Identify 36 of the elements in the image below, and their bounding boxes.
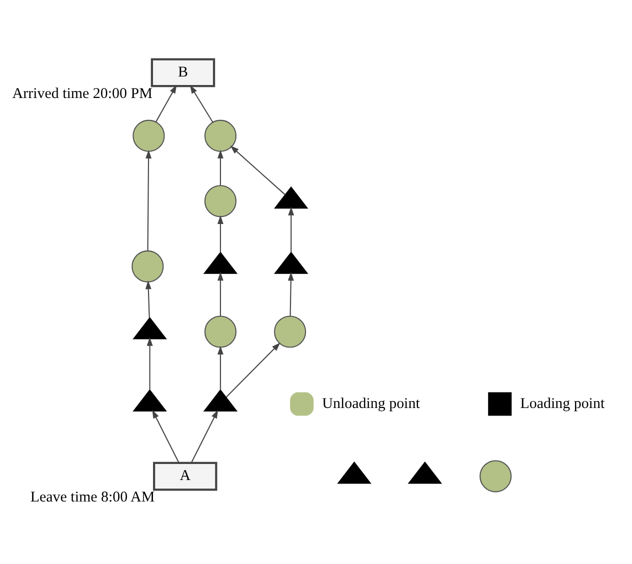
arrow	[146, 336, 153, 390]
arrow	[190, 409, 218, 462]
arrow	[217, 149, 224, 185]
node-circle	[204, 184, 236, 217]
arrow	[217, 272, 224, 316]
arrow	[146, 149, 152, 250]
node-circle	[274, 315, 306, 348]
node-box: B	[150, 58, 216, 87]
node-label: Arrived time 20:00 PM	[12, 86, 152, 102]
node-circle	[480, 460, 512, 492]
node-triangle	[408, 460, 442, 484]
node-circle	[204, 315, 236, 348]
arrow	[288, 272, 294, 316]
arrow	[145, 280, 152, 318]
node-triangle	[132, 388, 167, 411]
node-triangle	[203, 251, 238, 274]
node-triangle	[203, 388, 238, 411]
node-triangle	[337, 460, 372, 484]
arrow	[226, 342, 280, 397]
arrow	[190, 84, 214, 122]
arrow	[288, 206, 294, 252]
arrow	[230, 145, 286, 195]
node-triangle	[274, 186, 308, 208]
node-circle	[204, 119, 236, 152]
node-circle	[132, 250, 164, 282]
legend-label: Unloading point	[322, 395, 420, 412]
node-triangle	[132, 316, 167, 339]
node-box: A	[153, 461, 218, 490]
node-label: Leave time 8:00 AM	[30, 489, 155, 506]
legend-label: Loading point	[520, 395, 605, 412]
node-triangle	[274, 251, 308, 274]
arrow	[152, 409, 180, 462]
arrow	[156, 84, 177, 122]
arrow	[217, 345, 224, 390]
arrow	[217, 214, 224, 252]
node-circle	[132, 119, 165, 152]
